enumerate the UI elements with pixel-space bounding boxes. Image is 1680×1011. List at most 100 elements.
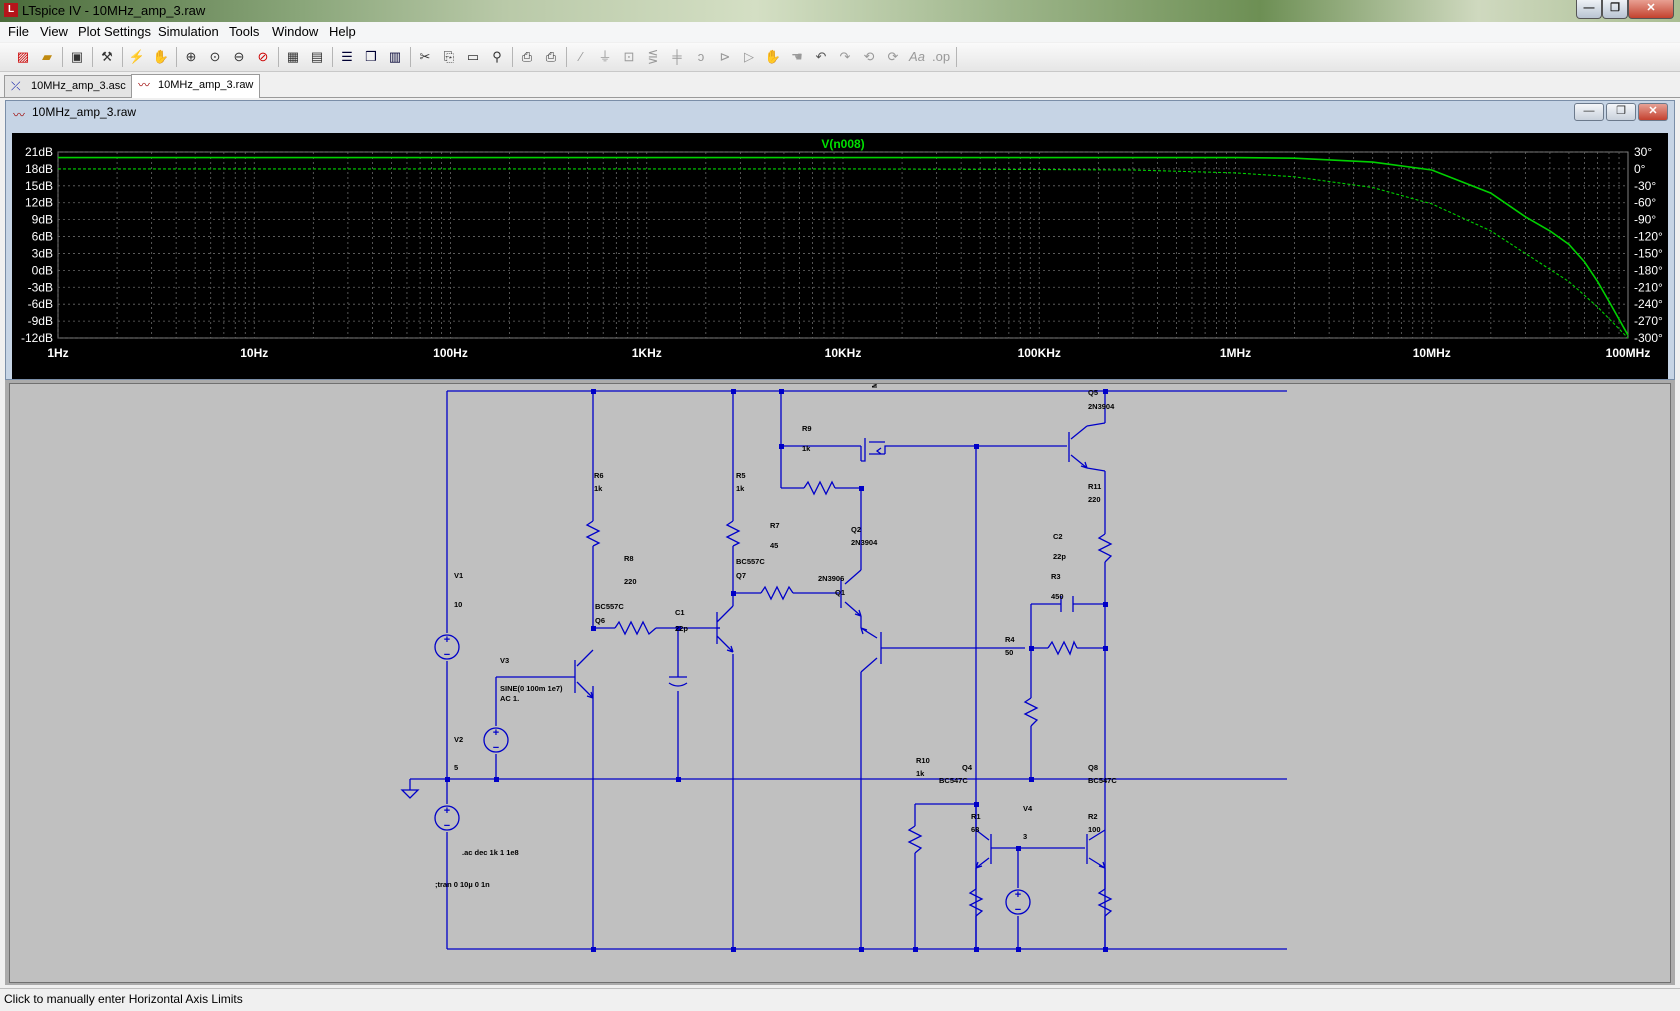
print-preview-icon[interactable]: ⎙ [521, 49, 533, 64]
control-panel-icon[interactable]: ⚒ [101, 49, 113, 64]
component-label[interactable]: R9 [802, 424, 812, 433]
component-label[interactable]: 450 [1051, 592, 1064, 601]
component-label[interactable]: R11 [1088, 482, 1101, 491]
component-label[interactable]: 1k [916, 769, 925, 778]
find-icon[interactable]: ⚲ [492, 49, 502, 64]
component-label[interactable]: Q1 [835, 588, 845, 597]
component-label[interactable]: V2 [454, 735, 463, 744]
component-label[interactable]: R10 [916, 756, 930, 765]
print-icon[interactable]: ⎙ [545, 49, 557, 64]
component-label[interactable]: Q6 [595, 616, 605, 625]
component-label[interactable]: 1k [594, 484, 603, 493]
ground-icon[interactable]: ⏚ [598, 49, 612, 64]
component-label[interactable]: 50 [1005, 648, 1013, 657]
tile-horizontal-icon[interactable]: ☰ [341, 49, 353, 64]
component-label[interactable]: ;tran 0 10µ 0 1n [435, 880, 490, 889]
component-label[interactable]: 1k [736, 484, 745, 493]
bode-plot[interactable]: 21dB18dB15dB12dB9dB6dB3dB0dB-3dB-6dB-9dB… [12, 133, 1668, 379]
component-label[interactable]: M1 [870, 378, 879, 388]
save-icon[interactable]: ▣ [70, 49, 84, 64]
component-label[interactable]: C1 [675, 608, 685, 617]
minimize-button[interactable]: — [1576, 0, 1602, 19]
capacitor-icon[interactable]: ╪ [672, 49, 682, 64]
component-label[interactable]: Q2 [851, 525, 861, 534]
component-label[interactable]: 220 [1088, 495, 1101, 504]
component-label[interactable]: R2 [1088, 812, 1098, 821]
menu-plot-settings[interactable]: Plot Settings [78, 24, 151, 39]
run-icon[interactable]: ⚡ [128, 49, 146, 64]
component-label[interactable]: Q4 [962, 763, 973, 772]
grid-icon[interactable]: ▤ [310, 49, 324, 64]
component-label[interactable]: 3 [1023, 832, 1027, 841]
tab-schematic[interactable]: ⤫ 10MHz_amp_3.asc [4, 75, 133, 97]
component-label[interactable]: R4 [1005, 635, 1015, 644]
zoom-cancel-icon[interactable]: ⊘ [257, 49, 269, 64]
rotate-icon[interactable]: ⟲ [863, 49, 875, 64]
paste-icon[interactable]: ▭ [466, 49, 480, 64]
copy-icon[interactable]: ⎘ [443, 49, 455, 64]
component-label[interactable]: 100 [1088, 825, 1101, 834]
cut-icon[interactable]: ✂ [419, 49, 431, 64]
component-label[interactable]: 220 [624, 577, 637, 586]
component-label[interactable]: V1 [454, 571, 463, 580]
component-label[interactable]: R8 [624, 554, 634, 563]
drag-hand-icon[interactable]: ☚ [791, 49, 803, 64]
component-label[interactable]: 2N3906 [818, 574, 844, 583]
component-label[interactable]: BC557C [736, 557, 765, 566]
move-hand-icon[interactable]: ✋ [764, 49, 782, 64]
component-label[interactable]: 5 [454, 763, 458, 772]
label-net-icon[interactable]: ⊡ [623, 49, 635, 64]
menu-window[interactable]: Window [272, 24, 319, 39]
component-label[interactable]: BC547C [1088, 776, 1117, 785]
component-label[interactable]: BC557C [595, 602, 624, 611]
component-label[interactable]: R3 [1051, 572, 1061, 581]
plot-restore-button[interactable]: ❐ [1606, 103, 1636, 121]
wire-icon[interactable]: ∕ [579, 49, 583, 64]
zoom-in-icon[interactable]: ⊕ [185, 49, 197, 64]
component-icon[interactable]: ▷ [744, 49, 754, 64]
maximize-button[interactable]: ❐ [1602, 0, 1628, 19]
component-label[interactable]: R1 [971, 812, 981, 821]
pan-hand-icon[interactable]: ✋ [152, 49, 170, 64]
component-label[interactable]: 1k [802, 444, 811, 453]
component-label[interactable]: Q5 [1088, 388, 1098, 397]
component-label[interactable]: C2 [1053, 532, 1063, 541]
component-label[interactable]: SINE(0 100m 1e7) [500, 684, 563, 693]
component-label[interactable]: 45 [770, 541, 778, 550]
menu-simulation[interactable]: Simulation [158, 24, 219, 39]
component-label[interactable]: AC 1. [500, 694, 519, 703]
tile-vertical-icon[interactable]: ▥ [388, 49, 402, 64]
zoom-fit-icon[interactable]: ⊙ [209, 49, 221, 64]
close-button[interactable]: ✕ [1628, 0, 1674, 19]
component-label[interactable]: 68 [971, 825, 979, 834]
component-label[interactable]: 2N3904 [1088, 402, 1115, 411]
autorange-icon[interactable]: ▦ [286, 49, 300, 64]
component-label[interactable]: 22p [675, 624, 688, 633]
component-label[interactable]: V3 [500, 656, 509, 665]
component-label[interactable]: R6 [594, 471, 604, 480]
component-label[interactable]: .ac dec 1k 1 1e8 [462, 848, 519, 857]
cascade-icon[interactable]: ❒ [365, 49, 377, 64]
undo-icon[interactable]: ↶ [815, 49, 827, 64]
tab-raw[interactable]: 〰 10MHz_amp_3.raw [131, 74, 261, 98]
plot-minimize-button[interactable]: — [1574, 103, 1604, 121]
diode-icon[interactable]: ⊳ [719, 49, 731, 64]
component-label[interactable]: Q7 [736, 571, 746, 580]
spice-directive-icon[interactable]: .op [932, 49, 951, 64]
redo-icon[interactable]: ↷ [839, 49, 851, 64]
text-icon[interactable]: Aa [909, 49, 925, 64]
zoom-out-icon[interactable]: ⊖ [233, 49, 245, 64]
component-label[interactable]: V4 [1023, 804, 1033, 813]
new-schematic-icon[interactable]: ▨ [16, 49, 30, 64]
component-label[interactable]: R5 [736, 471, 746, 480]
component-label[interactable]: 10 [454, 600, 462, 609]
resistor-icon[interactable]: ⋚ [647, 49, 659, 64]
open-folder-icon[interactable]: ▰ [42, 49, 52, 64]
menu-tools[interactable]: Tools [229, 24, 260, 39]
component-label[interactable]: R7 [770, 521, 780, 530]
component-label[interactable]: Q8 [1088, 763, 1098, 772]
component-label[interactable]: 22p [1053, 552, 1066, 561]
